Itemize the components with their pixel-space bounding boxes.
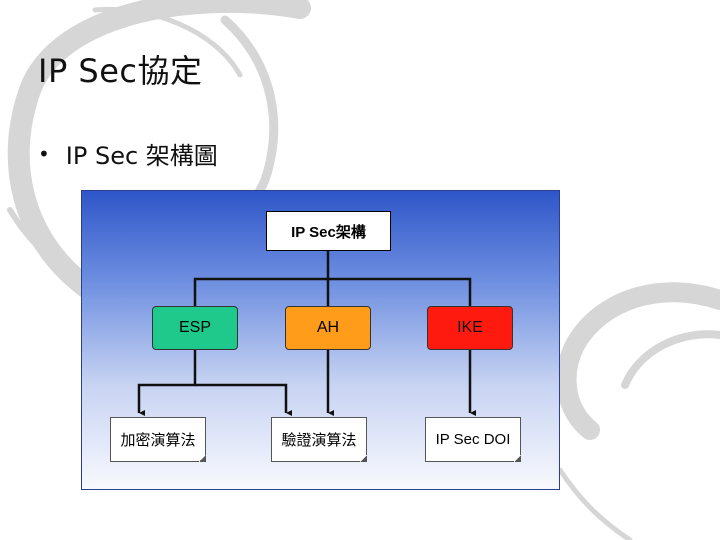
bullet-dot-icon: •	[38, 141, 50, 166]
node-ah: AH	[285, 306, 371, 350]
bullet-text: IP Sec 架構圖	[65, 142, 218, 170]
node-ipsec-doi: IP Sec DOI	[425, 417, 521, 462]
node-esp: ESP	[152, 306, 238, 350]
node-authentication-algorithm: 驗證演算法	[271, 417, 367, 462]
slide-title: IP Sec協定	[38, 52, 203, 90]
node-ike: IKE	[427, 306, 513, 350]
bullet-item: • IP Sec 架構圖	[38, 136, 218, 171]
node-encryption-algorithm: 加密演算法	[110, 417, 206, 462]
node-ipsec-architecture: IP Sec架構	[266, 211, 391, 251]
ipsec-architecture-diagram: IP Sec架構 ESP AH IKE 加密演算法 驗證演算法 IP Sec D…	[81, 190, 560, 490]
connector-lines	[137, 251, 559, 489]
